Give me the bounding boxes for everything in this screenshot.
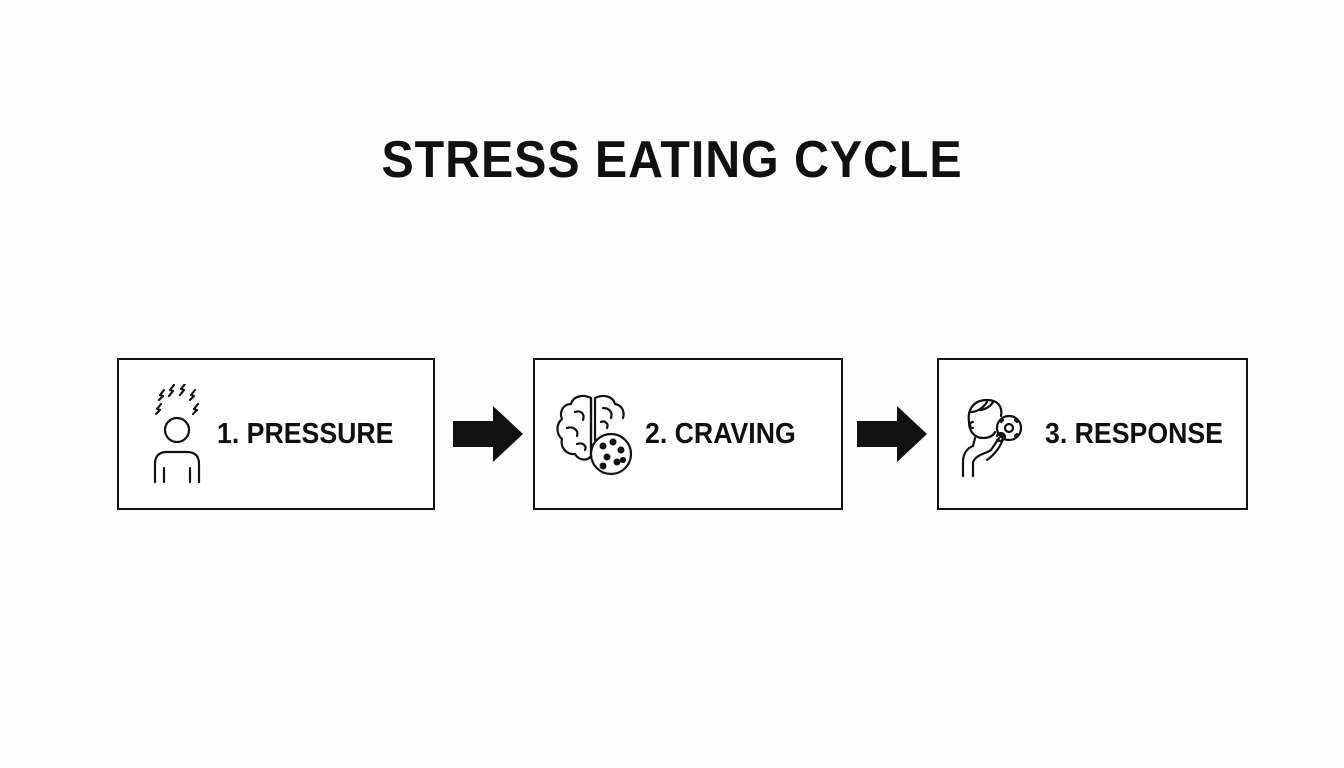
diagram-title: STRESS EATING CYCLE <box>381 131 963 189</box>
right-arrow-icon <box>857 406 927 462</box>
step-label-response: 3. RESPONSE <box>1045 418 1223 450</box>
step-label-craving: 2. CRAVING <box>645 418 796 450</box>
person-eating-icon <box>961 398 1023 478</box>
step-box-response: 3. RESPONSE <box>937 358 1248 510</box>
right-arrow-shape <box>453 406 523 462</box>
right-arrow-shape <box>857 406 927 462</box>
brain-cookie-icon <box>556 394 633 476</box>
step-label-pressure: 1. PRESSURE <box>217 418 394 450</box>
step-box-pressure: 1. PRESSURE <box>117 358 435 510</box>
step-box-craving: 2. CRAVING <box>533 358 843 510</box>
stressed-person-icon <box>153 384 201 484</box>
right-arrow-icon <box>453 406 523 462</box>
